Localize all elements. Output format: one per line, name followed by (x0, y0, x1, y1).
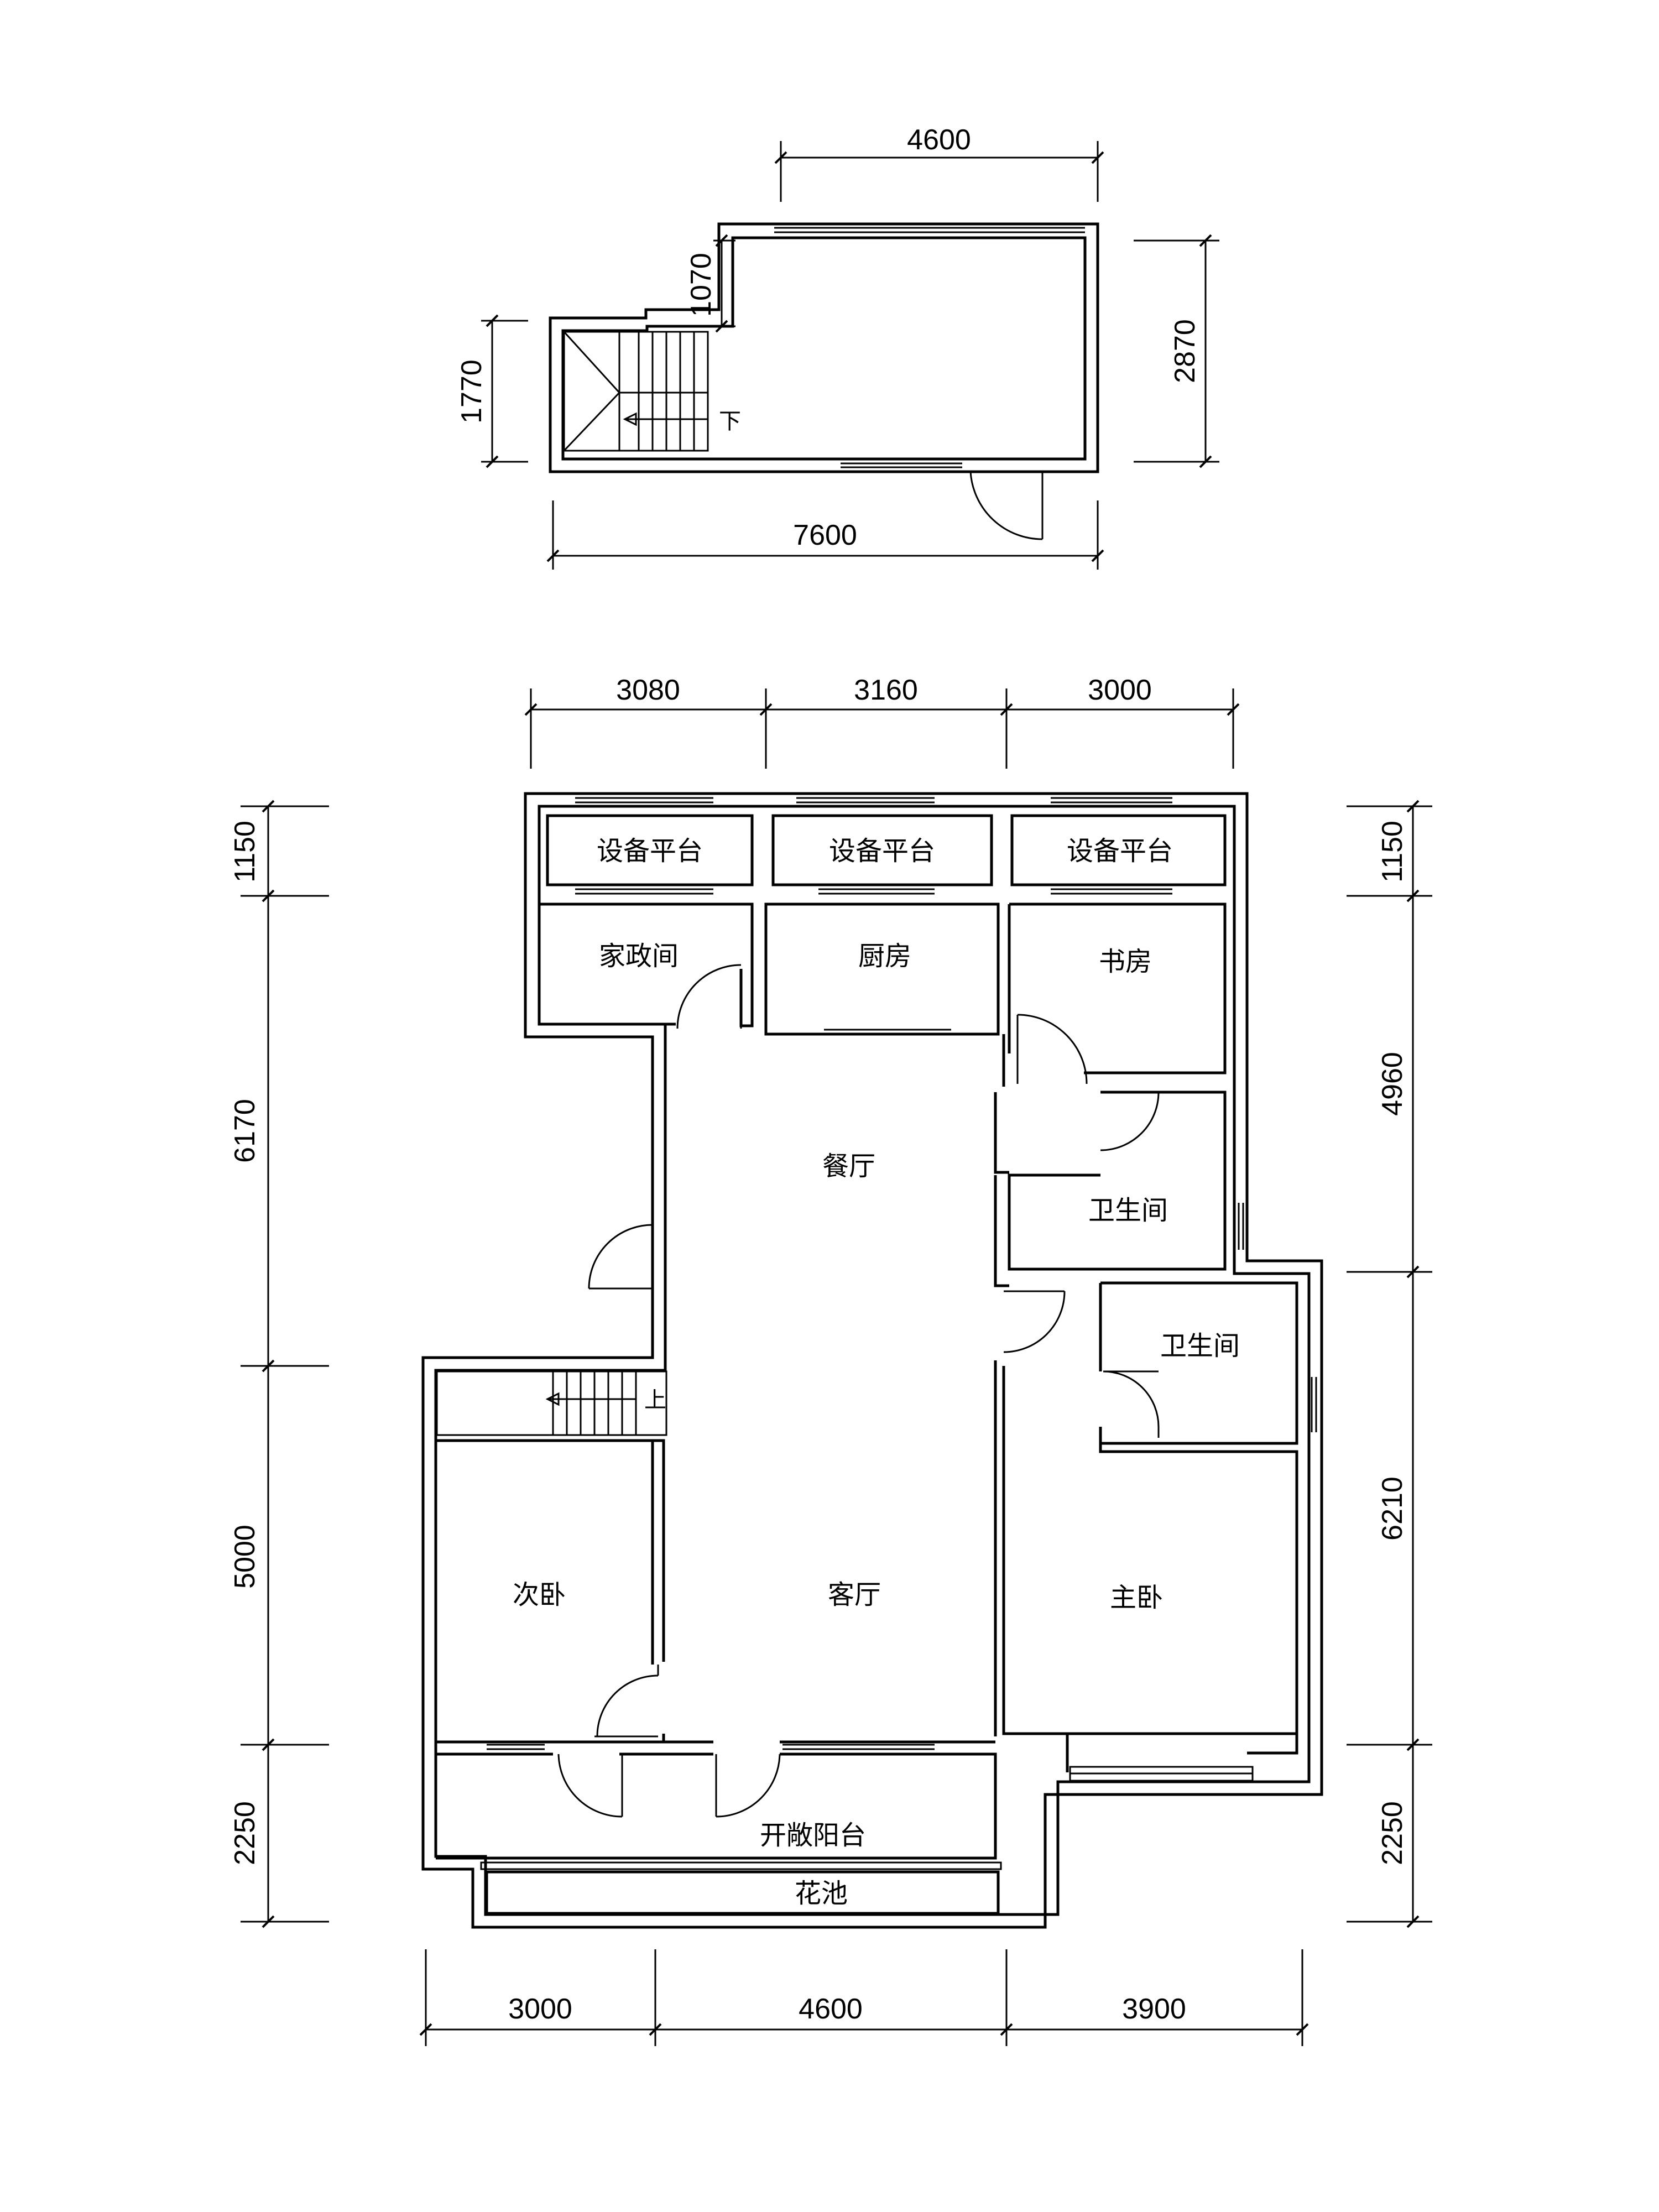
dining-east-wall (994, 1092, 1009, 1287)
room-label-study: 书房 (1099, 946, 1152, 977)
master-bedroom-wall (1002, 1366, 1298, 1735)
balcony-wall (436, 1752, 997, 1860)
main-dim-left-4: 2250 (229, 1801, 261, 1865)
main-dim-right-2: 4960 (1376, 1052, 1408, 1116)
room-label-second-bedroom: 次卧 (513, 1579, 566, 1610)
room-label-bathroom-2: 卫生间 (1160, 1331, 1240, 1361)
living-window (782, 1744, 935, 1750)
upper-floor-outer-wall (549, 222, 1099, 473)
upper-dim-bottom: 7600 (546, 500, 1104, 570)
equipment-platform-1 (546, 814, 754, 886)
platform-windows (575, 797, 1172, 895)
bathroom-1-wall (1008, 1091, 1227, 1271)
upper-door (969, 471, 1044, 540)
main-dim-bottom-3: 3900 (1122, 1993, 1186, 2025)
master-bedroom-window (1069, 1766, 1254, 1782)
room-label-housekeeping: 家政间 (599, 941, 679, 972)
room-label-planter: 花池 (795, 1878, 848, 1909)
kitchen-wall (764, 902, 1000, 1036)
west-corridor-door (588, 1217, 654, 1290)
bathroom-2-wall (1099, 1281, 1298, 1445)
study-wall (1008, 902, 1227, 1074)
main-dim-left-1: 1150 (229, 821, 261, 883)
study-door (1016, 1014, 1088, 1084)
upper-floor-inner-wall (561, 236, 1087, 461)
bathroom-2-window (1311, 1377, 1317, 1432)
main-dim-left: 1150 6170 5000 2250 (229, 800, 329, 1928)
upper-dim-bottom-label: 7600 (793, 519, 857, 551)
upper-dim-top: 4600 (774, 124, 1104, 202)
second-bedroom-door (594, 1665, 659, 1738)
upper-stair: 下 (563, 331, 741, 452)
housekeeping-door (676, 964, 742, 1029)
equipment-platform-3 (1010, 814, 1227, 886)
master-bedroom-bay (1066, 1734, 1298, 1772)
room-label-equipment-platform-1: 设备平台 (597, 836, 703, 867)
planter (480, 1861, 1002, 1915)
upper-dim-left: 1770 (456, 314, 528, 468)
main-dim-top-2: 3160 (854, 674, 918, 706)
main-dim-left-2: 6170 (229, 1099, 261, 1163)
equipment-platform-2 (771, 814, 993, 886)
upper-dim-right-label: 2870 (1169, 319, 1201, 383)
room-label-equipment-platform-2: 设备平台 (829, 836, 935, 867)
upper-stair-label: 下 (719, 409, 741, 434)
main-dim-top-1: 3080 (616, 674, 680, 706)
upper-dim-right: 2870 (1134, 234, 1219, 468)
main-dim-bottom-2: 4600 (799, 1993, 863, 2025)
bathroom-1-window (1238, 1203, 1244, 1250)
upper-floor-plan: 下 4600 7600 2870 (456, 124, 1219, 570)
upper-dim-step: 1070 (685, 234, 735, 333)
room-label-living-room: 客厅 (828, 1579, 881, 1610)
balcony-door-left (557, 1754, 623, 1818)
room-label-balcony: 开敞阳台 (760, 1820, 866, 1851)
main-stair: 上 (436, 1370, 667, 1436)
bathroom-1-door (1100, 1091, 1160, 1151)
main-dim-bottom-1: 3000 (508, 1993, 572, 2025)
main-dim-bottom: 3000 4600 3900 (419, 1949, 1309, 2046)
room-label-bathroom-1: 卫生间 (1088, 1195, 1168, 1226)
main-dim-top: 3080 3160 3000 (524, 674, 1240, 769)
main-dim-left-3: 5000 (229, 1525, 261, 1589)
main-stair-label: 上 (644, 1387, 666, 1413)
upper-dim-left-label: 1770 (456, 359, 488, 424)
kitchen-sliding-door (824, 1029, 951, 1035)
upper-dim-step-label: 1070 (685, 253, 717, 317)
balcony-door-right (715, 1754, 781, 1818)
main-dim-right-3: 6210 (1376, 1477, 1408, 1541)
bathroom-2-door (1103, 1370, 1160, 1438)
upper-dim-top-label: 4600 (907, 124, 971, 156)
master-corridor-door (1003, 1290, 1066, 1353)
room-label-equipment-platform-3: 设备平台 (1067, 836, 1173, 867)
room-label-kitchen: 厨房 (858, 941, 911, 972)
main-dim-right: 1150 4960 6210 2250 (1347, 800, 1432, 1928)
corridor-west-wall (651, 1037, 667, 1371)
room-label-dining: 餐厅 (822, 1151, 875, 1182)
main-dim-top-3: 3000 (1088, 674, 1152, 706)
second-bedroom-window (487, 1744, 545, 1750)
room-label-master-bedroom: 主卧 (1110, 1582, 1163, 1613)
upper-window-bottom (841, 462, 962, 468)
upper-window-top (774, 227, 1085, 233)
main-floor-plan: 上 (229, 674, 1432, 2046)
main-dim-right-1: 1150 (1376, 821, 1408, 883)
main-dim-right-4: 2250 (1376, 1801, 1408, 1865)
